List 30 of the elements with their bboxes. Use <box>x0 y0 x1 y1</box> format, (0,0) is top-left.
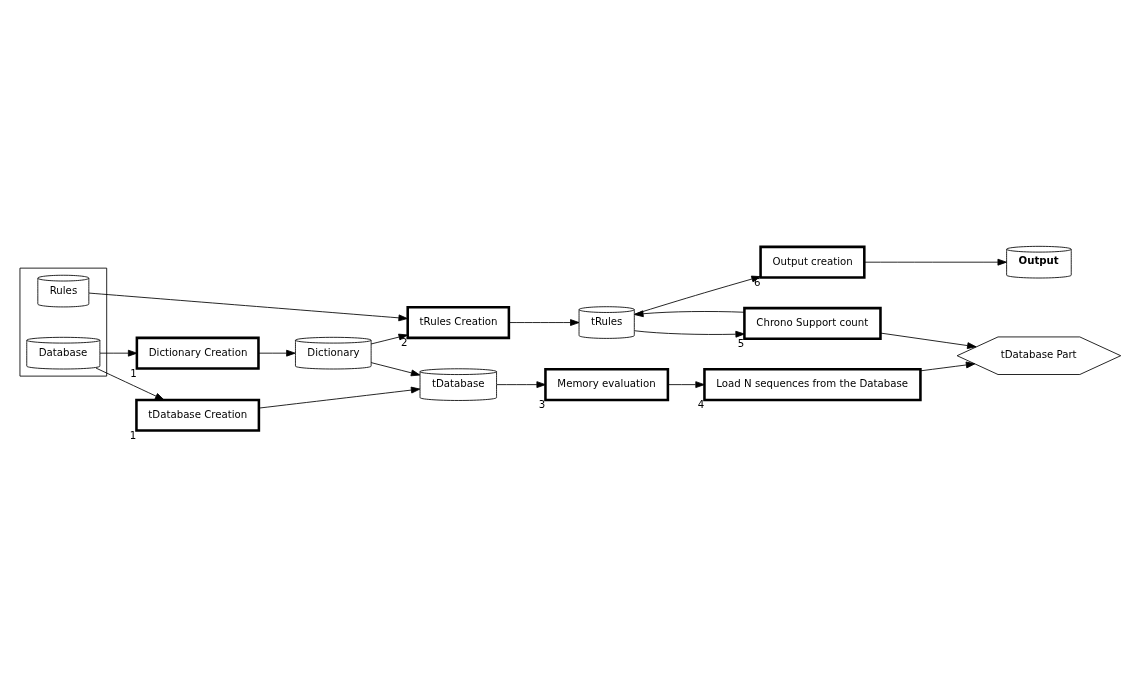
arrow <box>920 361 976 371</box>
node-box: tDatabase Creation <box>135 398 261 432</box>
arrow <box>370 333 408 344</box>
node-label: 3 <box>538 398 546 410</box>
node-box: Output creation <box>759 245 866 279</box>
arrow <box>258 349 296 357</box>
arrow <box>667 380 705 388</box>
node-label: 5 <box>737 337 745 349</box>
node-label: 4 <box>697 398 705 410</box>
node-box: Chrono Support count <box>743 306 882 340</box>
arrow <box>88 292 408 321</box>
node-box: tRules Creation <box>406 305 511 339</box>
arrow <box>634 329 745 338</box>
node-box: Memory evaluation <box>544 367 670 401</box>
node-box: Dictionary Creation <box>135 336 260 370</box>
arrow <box>508 318 580 326</box>
node-label: 2 <box>401 336 408 348</box>
arrow <box>880 332 977 349</box>
arrow <box>370 361 421 376</box>
arrow <box>258 386 421 409</box>
arrow <box>634 309 745 317</box>
node-box: Load N sequences from the Database <box>703 367 922 401</box>
arrow <box>864 258 1007 266</box>
arrow <box>634 275 761 314</box>
arrow <box>99 349 138 357</box>
cluster <box>19 267 108 377</box>
node-label: 1 <box>130 367 137 379</box>
arrow <box>496 380 546 388</box>
arrow <box>95 367 165 400</box>
node-label: 1 <box>129 429 137 441</box>
